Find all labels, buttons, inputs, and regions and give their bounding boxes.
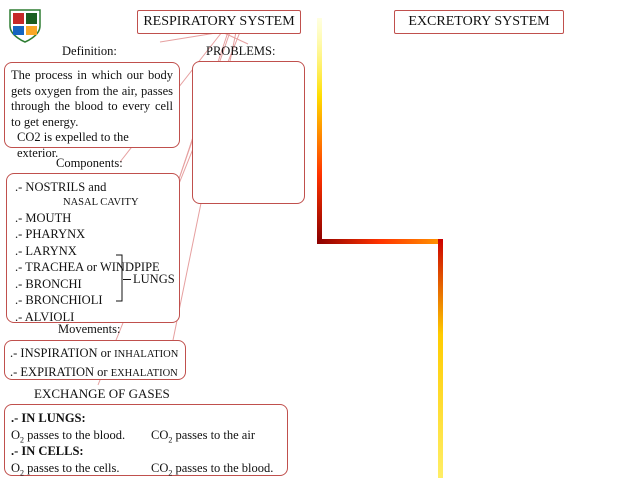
movement-exhalation-text: EXHALATION <box>110 367 178 379</box>
movement-inspiration: .- INSPIRATION or INHALATION <box>10 345 185 364</box>
movement-expiration-text: .- EXPIRATION or <box>10 364 111 379</box>
component-item: .- ALVIOLI <box>15 309 75 324</box>
exchange-label: EXCHANGE OF GASES <box>34 386 170 401</box>
exchange-cells-row: O2 passes to the cells. CO2 passes to th… <box>11 460 287 478</box>
movement-inhalation-text: INHALATION <box>114 349 179 360</box>
definition-text-co2: CO2 is expelled to the exterior. <box>17 130 129 160</box>
components-label: Components: <box>56 156 123 170</box>
movements-box: .- INSPIRATION or INHALATION .- EXPIRATI… <box>4 340 186 380</box>
exchange-in-lungs: .- IN LUNGS: <box>11 411 86 425</box>
component-item: .- TRACHEA or WINDPIPE <box>15 260 160 274</box>
exchange-in-cells: .- IN CELLS: <box>11 444 84 458</box>
component-item: .- BRONCHI <box>15 276 82 291</box>
school-crest-icon <box>6 6 44 44</box>
cells-o2-text: O2 passes to the cells. <box>11 460 120 478</box>
component-item: NASAL CAVITY <box>63 196 139 208</box>
definition-box: The process in which our body gets oxyge… <box>4 62 180 160</box>
problems-label: PROBLEMS: <box>206 44 276 58</box>
exchange-lungs-row: O2 passes to the blood. CO2 passes to th… <box>11 427 287 445</box>
lungs-label: LUNGS <box>133 272 175 286</box>
problems-box <box>192 61 305 204</box>
lungs-co2-text: CO2 passes to the air <box>151 427 255 445</box>
component-item: .- LARYNX <box>15 243 77 258</box>
lungs-o2-text: O2 passes to the blood. <box>11 427 126 445</box>
definition-label: Definition: <box>62 44 117 58</box>
divider-vertical-top <box>317 18 322 242</box>
component-item: .- BRONCHIOLI <box>15 293 103 307</box>
exchange-box: .- IN LUNGS: O2 passes to the blood. CO2… <box>4 404 288 478</box>
components-box: .- NOSTRILS and NASAL CAVITY .- MOUTH .-… <box>6 173 180 324</box>
component-item: .- PHARYNX <box>15 227 86 241</box>
respiratory-title: RESPIRATORY SYSTEM <box>137 10 301 34</box>
divider-vertical-bottom <box>438 239 443 478</box>
movement-inspiration-text: .- INSPIRATION or <box>10 346 115 360</box>
definition-text: The process in which our body gets oxyge… <box>11 68 173 129</box>
divider-horizontal <box>317 239 443 244</box>
lungs-tick <box>123 279 131 280</box>
component-item: .- NOSTRILS and <box>15 180 107 194</box>
excretory-title: EXCRETORY SYSTEM <box>394 10 564 34</box>
lungs-bracket-icon <box>116 254 123 302</box>
component-item: .- MOUTH <box>15 210 72 225</box>
movements-label: Movements: <box>58 322 121 336</box>
movement-expiration: .- EXPIRATION or EXHALATION <box>10 364 185 383</box>
cells-co2-text: CO2 passes to the blood. <box>151 460 274 478</box>
